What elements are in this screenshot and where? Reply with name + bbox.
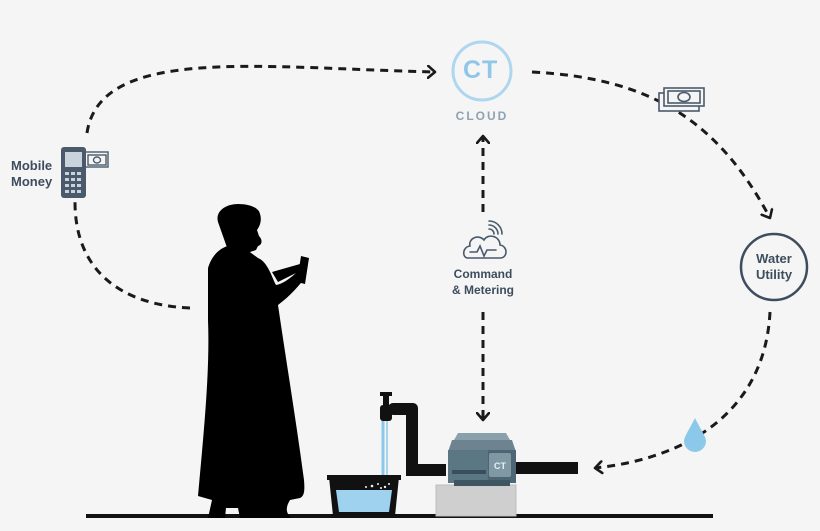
water-drop-icon [684,418,706,452]
water-pipe [380,392,578,476]
ground-line [86,514,713,518]
arrow-cloud-to-utility [531,70,770,218]
svg-text:CT: CT [494,461,506,471]
arrow-utility-to-meter [595,311,772,468]
command-metering-line1: Command [453,267,513,281]
cloud-signal-icon [462,220,507,259]
mobile-money-label: Mobile Money [11,158,52,190]
ct-logo-ring [451,40,513,102]
command-metering-line2: & Metering [451,283,514,297]
money-icon [658,87,705,112]
ct-logo-text: CT [463,56,499,84]
flow-arrows [73,66,772,468]
arrow-mobile-to-cloud [85,66,435,134]
water-stream [381,421,388,482]
arrow-person-to-mobile [73,201,191,310]
water-utility-line2: Utility [755,267,793,282]
water-meter-device: CT [448,433,516,486]
water-utility-label: Water Utility [738,251,810,283]
command-metering-label: Command & Metering [433,266,533,298]
mobile-money-line1: Mobile [11,158,53,173]
water-utility-ring [739,232,809,302]
cloud-label: CLOUD [455,109,509,123]
water-utility-line1: Water [756,251,792,266]
water-bucket [327,475,401,516]
mobile-money-line2: Money [11,174,53,189]
woman-silhouette [198,204,309,518]
mobile-phone-icon [61,147,109,198]
meter-base-block [435,484,517,517]
